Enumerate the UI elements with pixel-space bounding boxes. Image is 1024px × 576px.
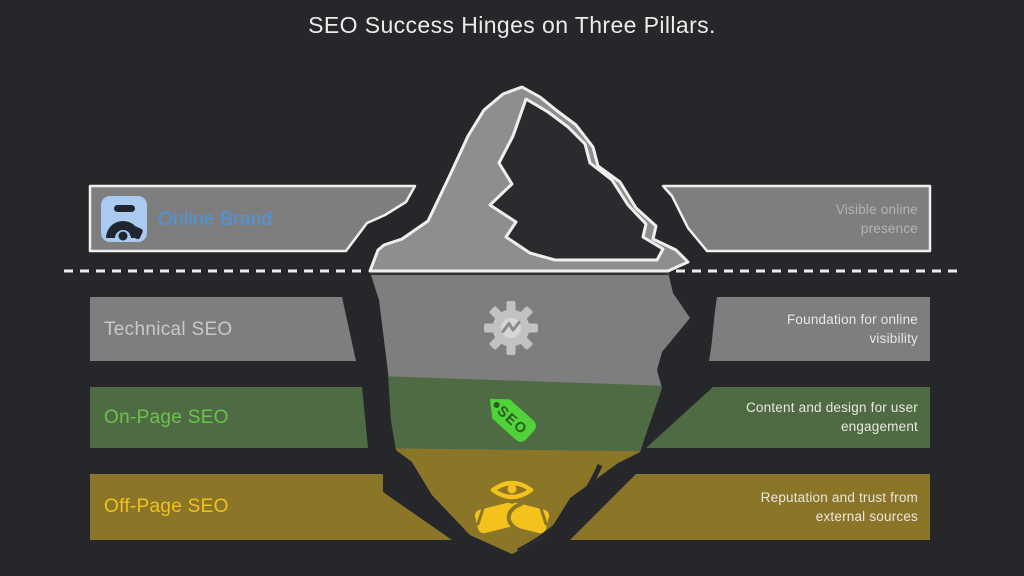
pillar-label-onpage-seo: On-Page SEO (104, 407, 229, 428)
pillar-label-offpage-seo: Off-Page SEO (104, 496, 229, 517)
pillar-band-onpage-seo (90, 387, 930, 448)
iceberg-above-water (368, 85, 690, 273)
pillar-label-technical-seo: Technical SEO (104, 319, 233, 340)
pillar-band-online-brand-right (661, 184, 932, 253)
pillar-band-technical-seo-left (90, 297, 356, 361)
pillar-band-offpage-seo-left (90, 474, 452, 540)
pillar-band-onpage-seo-right (646, 387, 930, 448)
pillar-band-technical-seo-right (709, 297, 930, 361)
pillar-band-online-brand-left (88, 184, 417, 253)
eye-shape (490, 480, 534, 500)
pillar-band-online-brand (88, 184, 932, 253)
briefcase-gauge-icon (101, 196, 147, 242)
page-title: SEO Success Hinges on Three Pillars. (308, 12, 716, 38)
pillar-description-offpage-seo: Reputation and trust from external sourc… (760, 490, 918, 524)
iceberg-shadow-facet (488, 97, 665, 262)
pillar-description-online-brand: Visible online presence (835, 202, 918, 236)
pillar-band-offpage-seo-right (570, 474, 930, 540)
gear-icon (484, 301, 538, 355)
pillar-description-technical-seo: Foundation for online visibility (786, 312, 918, 346)
handshake-eye-icon (474, 480, 550, 534)
pillar-band-technical-seo (90, 297, 930, 361)
pillar-description-onpage-seo: Content and design for user engagement (745, 400, 918, 434)
pillar-band-onpage-seo-left (90, 387, 368, 448)
pillar-label-online-brand: Online Brand (158, 209, 273, 230)
pillar-band-offpage-seo (90, 474, 930, 540)
